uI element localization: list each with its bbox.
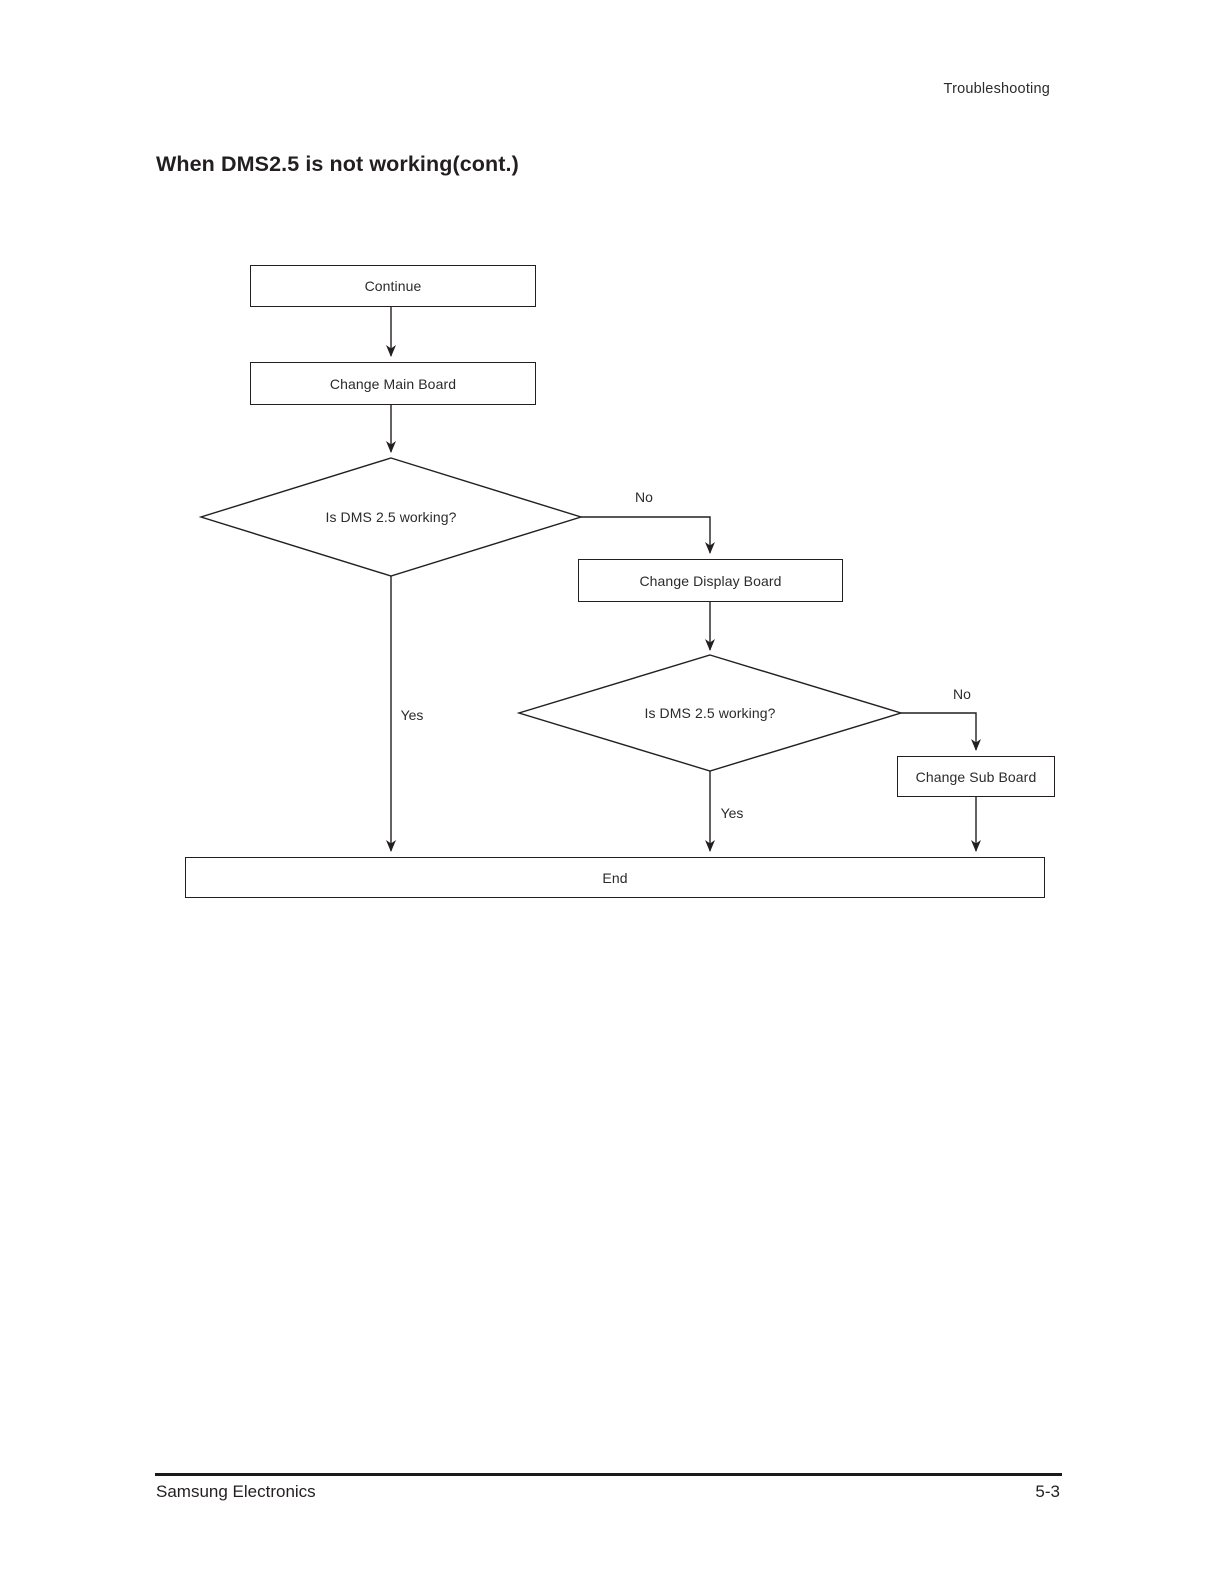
edge-decision-1-no-to-display-board <box>581 516 715 554</box>
node-change-display-board-label: Change Display Board <box>639 572 782 589</box>
footer-page-number: 5-3 <box>1035 1482 1060 1501</box>
edge-decision-2-no-to-sub-board <box>901 712 981 751</box>
page-title: When DMS2.5 is not working(cont.) <box>156 152 519 176</box>
edge-label-no-2: No <box>953 686 971 702</box>
edge-label-no-1: No <box>635 489 653 505</box>
node-change-main-board: Change Main Board <box>250 362 536 405</box>
section-header-label: Troubleshooting <box>943 81 1050 97</box>
node-continue: Continue <box>250 265 536 307</box>
footer-divider <box>155 1473 1062 1476</box>
decision-1-label: Is DMS 2.5 working? <box>325 509 457 525</box>
edge-label-yes-2: Yes <box>720 805 744 821</box>
node-end: End <box>185 857 1045 898</box>
decision-2-label: Is DMS 2.5 working? <box>644 705 776 721</box>
node-change-display-board: Change Display Board <box>578 559 843 602</box>
edge-label-yes-1: Yes <box>400 707 424 723</box>
footer-company-name: Samsung Electronics <box>156 1482 316 1501</box>
node-change-main-board-label: Change Main Board <box>329 375 457 392</box>
node-end-label: End <box>602 869 628 886</box>
node-continue-label: Continue <box>364 278 422 294</box>
node-change-sub-board: Change Sub Board <box>897 756 1055 797</box>
node-change-sub-board-label: Change Sub Board <box>915 768 1037 785</box>
